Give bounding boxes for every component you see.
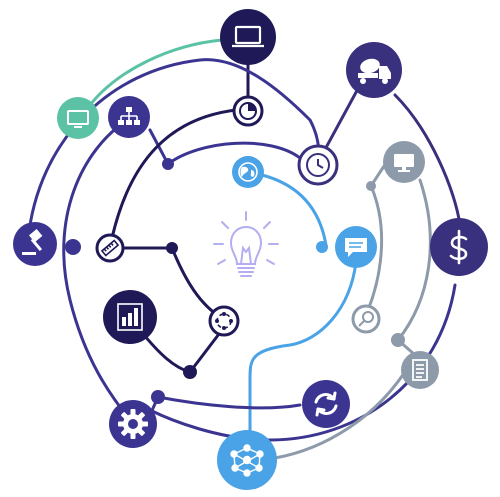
junction-dots — [65, 158, 405, 404]
connector-globe-chat — [260, 173, 328, 247]
clock-icon — [306, 153, 330, 177]
document-node[interactable] — [401, 351, 439, 389]
connector-outer-arc — [26, 58, 321, 242]
cycle-icon — [215, 312, 233, 330]
lightbulb-node — [213, 211, 279, 277]
chat-node[interactable] — [335, 226, 377, 268]
connector-truck-clock — [320, 83, 362, 157]
pie-chart-icon — [239, 102, 257, 120]
network-node[interactable] — [217, 430, 277, 490]
monitor-gray-node[interactable] — [383, 141, 425, 183]
connector-dollar-gear — [148, 283, 457, 442]
clock-node[interactable] — [297, 144, 339, 186]
cycle-node[interactable] — [208, 305, 240, 337]
hierarchy-node[interactable] — [108, 96, 150, 138]
gavel-node[interactable] — [13, 222, 57, 266]
document-icon — [412, 359, 428, 381]
magnifier-node[interactable] — [351, 304, 381, 334]
gear-node[interactable] — [109, 400, 157, 448]
refresh-node[interactable] — [302, 380, 350, 428]
gavel-icon — [22, 228, 43, 255]
connector-gear-refresh — [148, 395, 302, 417]
monitor-icon — [67, 110, 89, 128]
gear-icon — [118, 409, 148, 439]
junction-dot — [162, 158, 174, 170]
junction-dot — [366, 181, 376, 191]
magnifier-icon — [358, 311, 374, 327]
connector-pie-ruler — [110, 108, 238, 240]
junction-dot — [183, 365, 197, 379]
bar-chart-icon — [117, 303, 143, 331]
connector-monitor-network — [273, 178, 432, 460]
globe-icon — [238, 162, 258, 182]
truck-node[interactable] — [346, 42, 402, 98]
connector-teal — [88, 38, 224, 107]
refresh-icon — [314, 391, 338, 417]
laptop-node[interactable] — [220, 9, 276, 65]
dollar-icon — [449, 229, 468, 265]
laptop-icon — [232, 25, 264, 48]
monitor-icon — [394, 154, 414, 172]
junction-dot — [316, 241, 328, 253]
connector-monitor-magnifier — [366, 158, 390, 312]
connector-truck-dollar — [393, 93, 462, 227]
org-chart-icon — [118, 107, 140, 125]
connector-bar-cycle — [138, 328, 224, 374]
ruler-icon — [100, 239, 120, 257]
chat-bubble-icon — [345, 238, 367, 257]
tv-teal-node[interactable] — [57, 97, 99, 139]
connectors — [26, 38, 462, 460]
ruler-node[interactable] — [95, 233, 125, 263]
barchart-node[interactable] — [103, 290, 157, 344]
connector-chat-network — [248, 260, 358, 442]
dollar-node[interactable] — [430, 218, 488, 276]
lightbulb-icon — [213, 211, 279, 277]
junction-dot — [65, 239, 81, 255]
cement-truck-icon — [358, 58, 391, 84]
junction-dot — [391, 333, 405, 347]
network-people-icon — [230, 444, 264, 477]
junction-dot — [151, 390, 165, 404]
globe-node[interactable] — [232, 156, 264, 188]
connector-left-arc — [62, 116, 132, 422]
pie-node[interactable] — [232, 95, 264, 127]
junction-dot — [166, 242, 178, 254]
connector-hier-clock — [148, 128, 302, 167]
